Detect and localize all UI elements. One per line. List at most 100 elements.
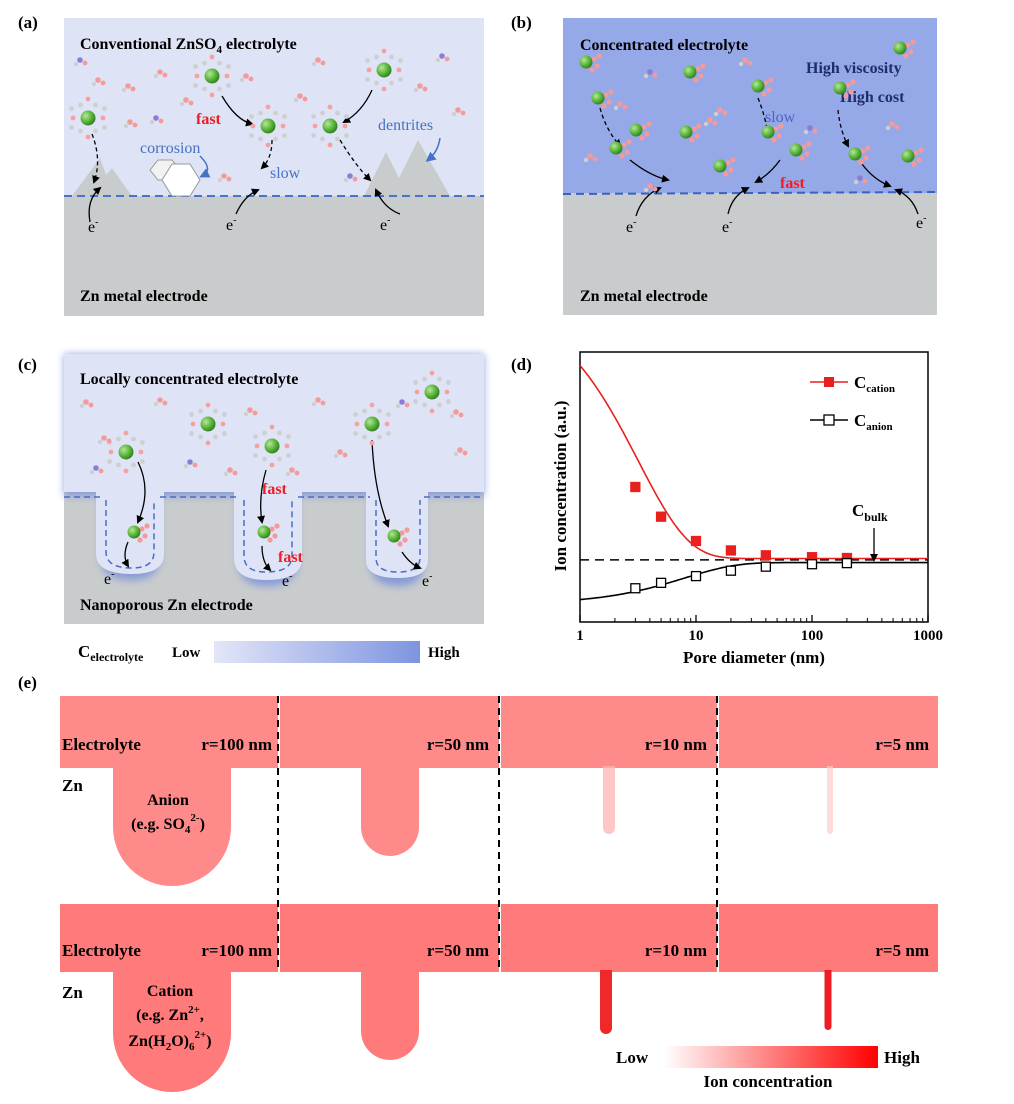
cost-label: High cost: [840, 89, 905, 106]
ion-atom: [89, 469, 95, 475]
water-molecule: [365, 77, 370, 82]
zn-ion: [761, 125, 775, 139]
water-molecule: [286, 434, 291, 439]
electrolyte-band: [280, 904, 499, 972]
y-axis-label: Ion concentration (a.u.): [551, 401, 570, 572]
anion-cluster: [217, 173, 232, 183]
corrosion-arrow: [199, 155, 211, 178]
ion-atom: [183, 97, 189, 103]
water-molecule: [107, 459, 112, 464]
viscosity-label: High viscosity: [806, 60, 902, 77]
water-molecule: [327, 142, 333, 148]
ion-atom: [97, 439, 103, 445]
zn-ion: [127, 525, 141, 539]
water-molecule: [284, 443, 290, 449]
ion-atom: [449, 413, 455, 419]
cation-example: Zn(H2O)62+): [128, 1029, 211, 1053]
fast-label: fast: [278, 549, 304, 566]
ion-atom: [98, 468, 104, 474]
electrolyte-band: [719, 696, 938, 768]
zn-ion: [264, 438, 280, 454]
water-molecule: [429, 408, 435, 414]
sulfate-ion: [402, 537, 408, 543]
radius-label: r=10 nm: [645, 941, 707, 960]
ion-atom: [82, 60, 88, 66]
pore-row: [60, 904, 938, 1092]
ion-atom: [243, 73, 249, 79]
water-molecule: [202, 60, 207, 66]
electron-arrow: [894, 188, 919, 215]
data-point: [725, 565, 737, 576]
anion-label: Anion: [147, 792, 189, 809]
pore-outline: [105, 500, 155, 569]
ion-atom: [83, 399, 89, 405]
electron-label: e-: [626, 217, 636, 236]
water-molecule: [140, 440, 145, 445]
electron-arrow: [727, 187, 750, 215]
solvated-zn-ion: [189, 402, 227, 446]
ion-path: [837, 109, 849, 148]
sulfate-ion: [845, 82, 851, 88]
ion-atom: [320, 400, 326, 406]
ion-atom: [862, 178, 868, 184]
water-molecule: [100, 115, 106, 121]
zn-ion: [609, 141, 623, 155]
water-molecule: [386, 431, 391, 436]
anion-cluster: [703, 117, 718, 127]
water-molecule: [437, 402, 442, 408]
zn-ion: [679, 125, 693, 139]
legend-high: High: [884, 1048, 920, 1067]
sulfate-ion: [269, 526, 275, 532]
sulfate-ion: [804, 151, 810, 157]
ion-atom: [302, 96, 308, 102]
ion-atom: [347, 173, 353, 179]
ion-atom: [243, 411, 249, 417]
sulfate-ion: [274, 523, 280, 529]
sulfate-ion: [137, 537, 143, 543]
water-molecule: [209, 54, 215, 60]
sulfate-ion: [608, 89, 614, 95]
solvated-zn-ion: [193, 54, 231, 98]
zn-ion: [364, 416, 380, 432]
panel-b-label: (b): [511, 13, 532, 32]
sulfate-ion: [806, 141, 812, 147]
chart-frame: [579, 351, 929, 623]
slow-label: slow: [270, 165, 301, 182]
contact-ion-pair: [761, 123, 784, 143]
anion-cluster: [73, 57, 88, 67]
water-molecule: [116, 462, 121, 468]
water-molecule: [286, 453, 291, 458]
ion-atom: [153, 73, 159, 79]
ion-atom: [652, 186, 658, 192]
anion-cluster: [738, 57, 753, 67]
zn-ion: [200, 416, 216, 432]
concentration-scale-bar: [214, 641, 420, 663]
water-molecule: [320, 136, 325, 142]
sulfate-ion: [768, 77, 774, 83]
ion-atom: [413, 87, 419, 93]
panel-b-electrode: [563, 193, 937, 315]
sulfate-ion: [908, 49, 914, 55]
anion-cluster: [395, 399, 410, 409]
sulfate-ion: [596, 53, 602, 59]
water-molecule: [413, 380, 418, 385]
data-point: [690, 570, 702, 582]
sulfate-ion: [619, 153, 625, 159]
zn-ion: [629, 123, 643, 137]
data-point: [760, 561, 771, 572]
water-molecule: [258, 110, 263, 116]
radius-label: r=5 nm: [875, 735, 929, 754]
panel-b-interface: [562, 191, 938, 195]
x-tick-label: 1000: [913, 628, 943, 644]
ion-atom: [444, 56, 450, 62]
zn-ion: [893, 41, 907, 55]
electron-label: e-: [422, 571, 432, 590]
anion-cluster: [97, 435, 112, 445]
water-molecule: [189, 431, 194, 436]
sulfate-ion: [272, 533, 278, 539]
electron-arrow: [374, 188, 401, 215]
contact-ion-pair: [679, 123, 702, 143]
sulfate-ion: [646, 121, 652, 127]
ion-atom: [417, 83, 423, 89]
water-molecule: [102, 125, 107, 130]
